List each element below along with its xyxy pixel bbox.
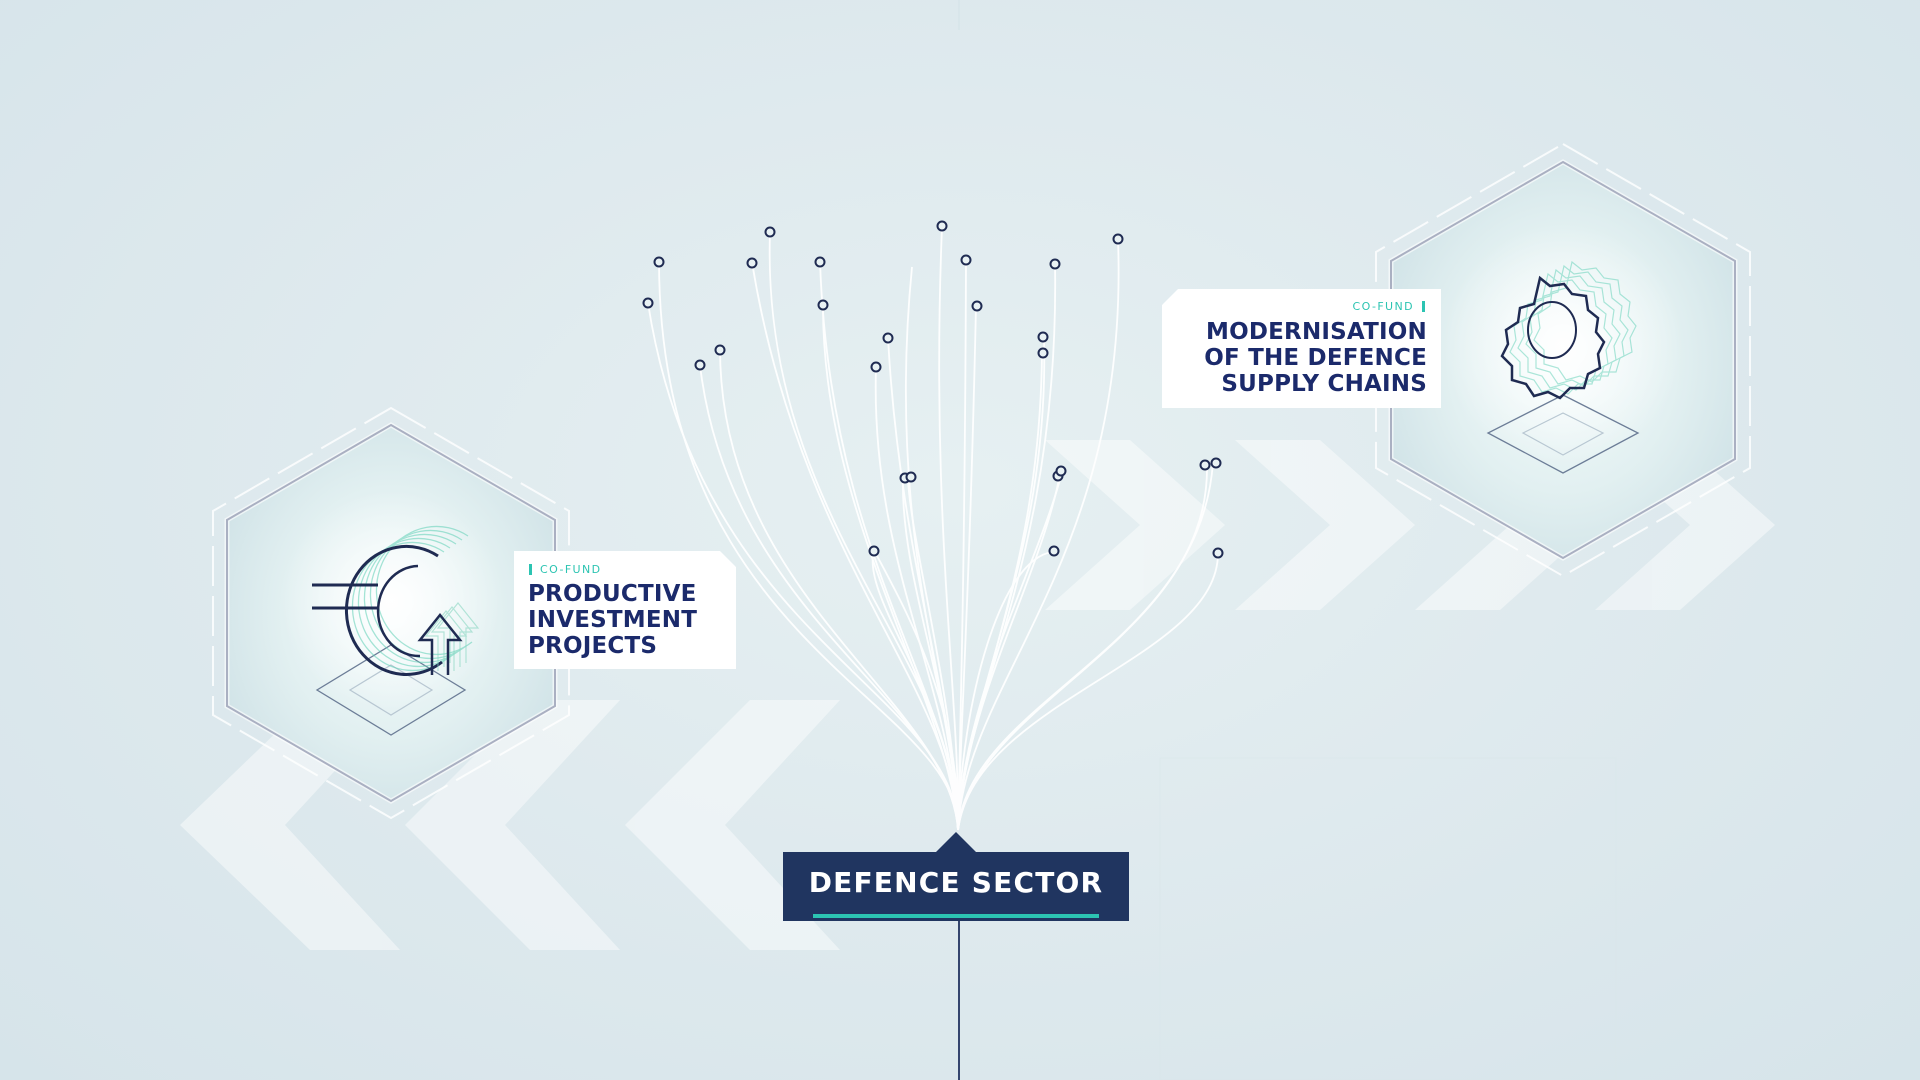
branch-title: PRODUCTIVE INVESTMENT PROJECTS <box>528 581 697 659</box>
tag-label: CO-FUND <box>1352 300 1414 313</box>
branch-card-productive-investment: CO-FUND PRODUCTIVE INVESTMENT PROJECTS <box>514 551 736 669</box>
sector-label: DEFENCE SECTOR <box>808 866 1104 899</box>
branch-title-line: MODERNISATION <box>1206 319 1427 345</box>
gear-icon <box>1500 260 1637 400</box>
chevrons-left <box>180 700 840 950</box>
sector-stem-line <box>958 921 960 1080</box>
branch-title-line: INVESTMENT <box>528 607 698 633</box>
branch-card-supply-chains: CO-FUND MODERNISATION OF THE DEFENCE SUP… <box>1162 289 1441 408</box>
network-lines <box>647 226 1219 831</box>
hexagon-right <box>1375 142 1751 578</box>
network-nodes <box>642 220 1224 559</box>
co-fund-tag: CO-FUND <box>1352 300 1425 313</box>
defence-sector-node: DEFENCE SECTOR <box>783 852 1129 921</box>
sector-pointer <box>936 832 976 852</box>
tag-accent-bar <box>1422 301 1425 312</box>
branch-title-line: PRODUCTIVE <box>528 581 697 607</box>
euro-growth-icon <box>312 525 480 676</box>
co-fund-tag: CO-FUND <box>529 563 602 576</box>
sector-underline <box>813 914 1099 918</box>
tag-accent-bar <box>529 564 532 575</box>
branch-title: MODERNISATION OF THE DEFENCE SUPPLY CHAI… <box>1204 319 1427 397</box>
tag-label: CO-FUND <box>540 563 602 576</box>
branch-title-line: OF THE DEFENCE <box>1204 345 1427 371</box>
branch-title-line: PROJECTS <box>528 633 658 659</box>
hexagon-left <box>212 406 570 820</box>
branch-title-line: SUPPLY CHAINS <box>1221 371 1427 397</box>
